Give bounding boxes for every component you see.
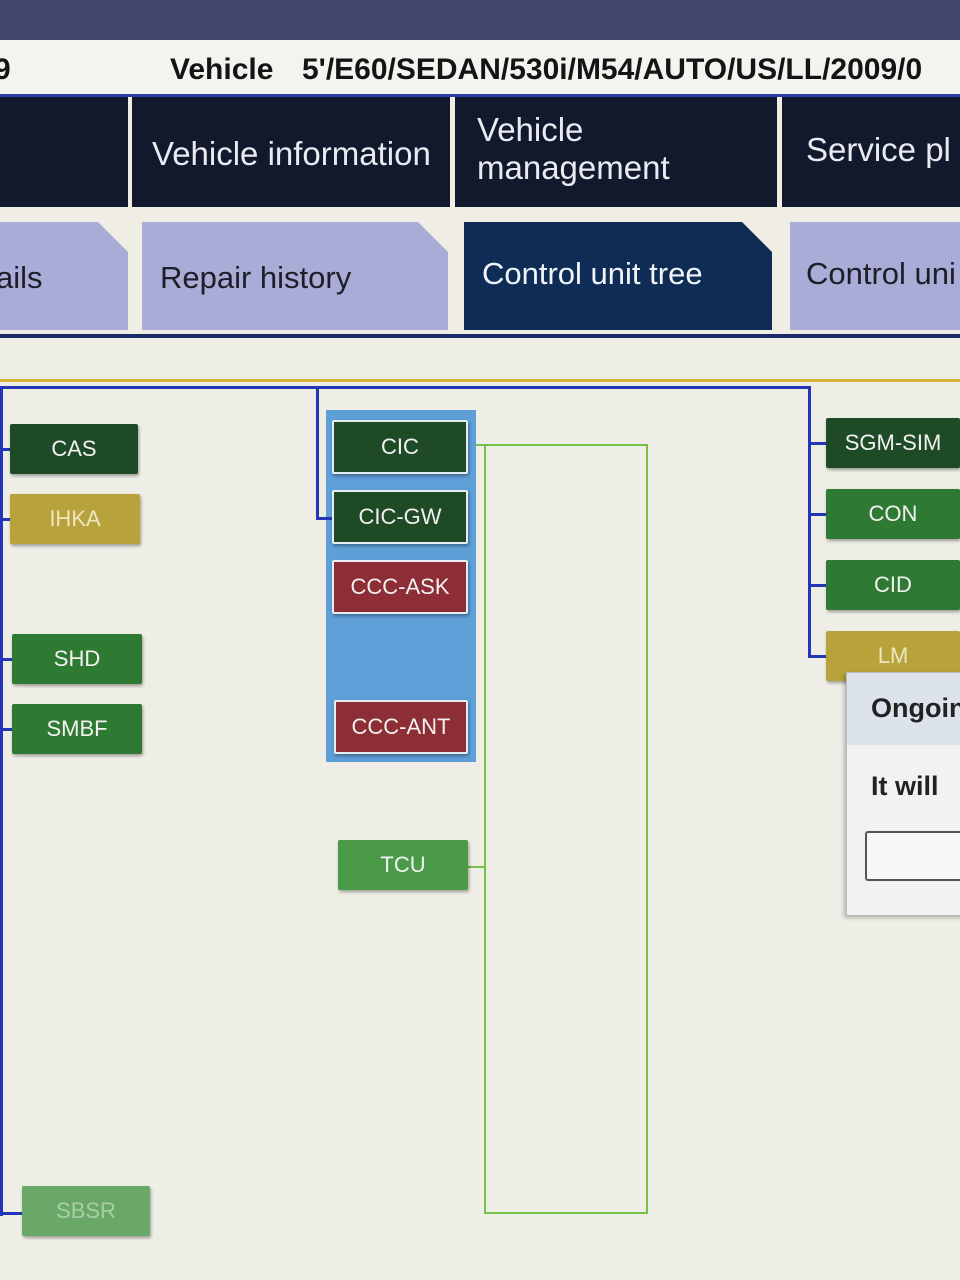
nav-tab-partial[interactable] (0, 97, 128, 207)
ecu-con[interactable]: CON (826, 489, 960, 539)
most-ring-right (646, 444, 648, 1214)
bus-line-right-vertical (808, 386, 811, 658)
bus-stub (808, 584, 826, 587)
most-ring-left (484, 444, 486, 1214)
ecu-cic[interactable]: CIC (332, 420, 468, 474)
ecu-sgm-sim[interactable]: SGM-SIM (826, 418, 960, 468)
ecu-cid[interactable]: CID (826, 560, 960, 610)
ecu-smbf[interactable]: SMBF (12, 704, 142, 754)
most-ring-top (476, 444, 648, 446)
dialog-button[interactable] (865, 831, 960, 881)
progress-dialog: Ongoin It will (846, 672, 960, 916)
tab-label: Control unit tree (482, 256, 703, 291)
control-unit-tree-canvas (0, 338, 960, 1280)
tab-label: Repair history (160, 260, 352, 295)
tab-control-units[interactable]: Control uni (790, 222, 960, 330)
vehicle-label: Vehicle (170, 53, 274, 86)
vehicle-value: 5'/E60/SEDAN/530i/M54/AUTO/US/LL/2009/0 (302, 53, 923, 86)
bus-line-left-vertical (0, 386, 3, 1216)
main-nav: Vehicle information Vehicle management S… (0, 97, 960, 209)
top-strip (0, 0, 960, 40)
tab-label: ails (0, 260, 43, 295)
most-ring-bottom (484, 1212, 648, 1214)
dialog-title: Ongoin (871, 693, 960, 723)
ecu-ccc-ask[interactable]: CCC-ASK (332, 560, 468, 614)
ecu-tcu[interactable]: TCU (338, 840, 468, 890)
nav-tab-label: Vehicle information (152, 135, 431, 172)
dialog-message: It will (871, 771, 939, 801)
nav-tab-service-plan[interactable]: Service pl (782, 97, 960, 207)
bus-stub (0, 728, 12, 731)
bus-stub (808, 513, 826, 516)
most-ring-stub (466, 866, 486, 868)
bus-stub (808, 442, 826, 445)
bus-line-gold (0, 379, 960, 382)
bus-stub (0, 658, 12, 661)
title-bar: 9 Vehicle 5'/E60/SEDAN/530i/M54/AUTO/US/… (0, 40, 960, 97)
ecu-ihka[interactable]: IHKA (10, 494, 140, 544)
ecu-cas[interactable]: CAS (10, 424, 138, 474)
bus-stub (316, 517, 334, 520)
nav-tab-vehicle-management[interactable]: Vehicle management (455, 97, 777, 207)
title-fragment: 9 (0, 53, 11, 86)
bus-line-cic-vertical (316, 386, 319, 520)
tab-label: Control uni (806, 256, 956, 291)
nav-tab-label: Vehicle management (477, 111, 670, 186)
tab-details[interactable]: ails (0, 222, 128, 330)
nav-tab-vehicle-information[interactable]: Vehicle information (132, 97, 450, 207)
bus-stub (808, 655, 826, 658)
ecu-shd[interactable]: SHD (12, 634, 142, 684)
bus-stub (0, 1212, 22, 1215)
dialog-header (847, 673, 960, 745)
ecu-sbsr[interactable]: SBSR (22, 1186, 150, 1236)
ecu-cic-gw[interactable]: CIC-GW (332, 490, 468, 544)
bus-line-top (0, 386, 810, 389)
tab-repair-history[interactable]: Repair history (142, 222, 448, 330)
bus-stub (0, 448, 10, 451)
subtab-bar: ails Repair history Control unit tree Co… (0, 216, 960, 338)
tab-control-unit-tree[interactable]: Control unit tree (464, 222, 772, 330)
nav-tab-label: Service pl (806, 131, 951, 168)
ecu-ccc-ant[interactable]: CCC-ANT (334, 700, 468, 754)
bus-stub (0, 518, 10, 521)
